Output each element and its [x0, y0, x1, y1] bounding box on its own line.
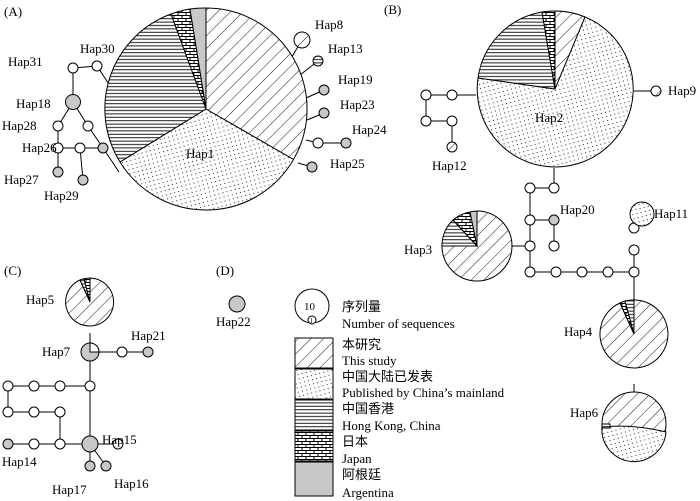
- legend-hk-cn: 中国香港: [342, 401, 394, 416]
- hap21-node: [142, 346, 154, 358]
- hap29-node: [77, 174, 89, 186]
- hap18-node: [65, 94, 81, 110]
- hap11-node: [629, 201, 655, 227]
- label-hap2: Hap2: [535, 110, 563, 125]
- label-hap24: Hap24: [352, 122, 387, 137]
- label-hap11: Hap11: [654, 206, 688, 221]
- label-hap13: Hap13: [328, 41, 363, 56]
- legend-swatch-argentina: [294, 461, 334, 497]
- legend-size-value: 10: [304, 301, 316, 313]
- hap2-pie: [476, 10, 634, 168]
- legend-hk-en: Hong Kong, China: [342, 418, 441, 433]
- hap3-pie: [441, 210, 513, 282]
- label-hap12: Hap12: [432, 158, 467, 173]
- legend-size-small-circle: [307, 315, 317, 325]
- label-hap27: Hap27: [4, 172, 39, 187]
- label-hap6: Hap6: [570, 405, 599, 420]
- label-hap9: Hap9: [668, 83, 696, 98]
- legend-this-study-en: This study: [342, 353, 397, 368]
- hap5-pie: [65, 277, 115, 327]
- legend-mainland-en: Published by China’s mainland: [342, 385, 505, 400]
- legend-japan-cn: 日本: [342, 434, 368, 449]
- legend-mainland-cn: 中国大陆已发表: [342, 369, 433, 384]
- label-hap31: Hap31: [8, 54, 43, 69]
- label-hap19: Hap19: [338, 72, 373, 87]
- hap26-node: [97, 142, 109, 154]
- label-hap21: Hap21: [131, 328, 166, 343]
- hap24-node: [340, 137, 352, 149]
- label-hap5: Hap5: [26, 292, 54, 307]
- hap23-node: [318, 107, 330, 119]
- legend-swatch-mainland: [294, 368, 334, 400]
- panel-c-nodes: [2, 346, 154, 472]
- label-hap29: Hap29: [44, 188, 79, 203]
- hap1-pie: [104, 7, 308, 211]
- label-hap17: Hap17: [52, 482, 87, 497]
- hap22-node: [228, 295, 246, 313]
- label-hap8: Hap8: [315, 17, 343, 32]
- legend-swatch-hk: [294, 399, 334, 431]
- label-hap15: Hap15: [102, 432, 137, 447]
- label-hap22: Hap22: [216, 314, 251, 329]
- hap25-node: [306, 161, 318, 173]
- hap31-node: [67, 62, 79, 74]
- hap6-pie: [601, 391, 667, 463]
- panel-label-a: (A): [4, 4, 22, 19]
- label-hap20: Hap20: [560, 202, 595, 217]
- label-hap23: Hap23: [340, 97, 375, 112]
- label-hap4: Hap4: [564, 324, 593, 339]
- hap14-node: [2, 438, 14, 450]
- label-hap25: Hap25: [330, 156, 365, 171]
- label-hap14: Hap14: [2, 454, 37, 469]
- hap17-node: [84, 460, 96, 472]
- panel-label-b: (B): [384, 2, 401, 17]
- panel-label-d: (D): [216, 263, 234, 278]
- panel-label-c: (C): [4, 263, 21, 278]
- legend: [294, 288, 334, 497]
- label-hap28: Hap28: [2, 118, 37, 133]
- hap4-pie: [599, 299, 669, 369]
- legend-japan-en: Japan: [342, 451, 372, 466]
- label-hap30: Hap30: [80, 41, 115, 56]
- legend-swatch-japan: [294, 430, 334, 462]
- label-hap26: Hap26: [22, 140, 57, 155]
- legend-size-cn: 序列量: [342, 299, 381, 314]
- hap16-node: [100, 460, 112, 472]
- legend-argentina-cn: 阿根廷: [342, 467, 381, 482]
- panel-a-nodes: [52, 31, 352, 186]
- hap19-node: [318, 84, 330, 96]
- hap13-node: [312, 55, 324, 67]
- panel-b-nodes: [420, 85, 662, 278]
- label-hap7: Hap7: [42, 344, 71, 359]
- label-hap18: Hap18: [16, 96, 51, 111]
- hap12-node: [446, 141, 458, 153]
- legend-this-study-cn: 本研究: [342, 337, 381, 352]
- hap15-node: [81, 435, 99, 453]
- legend-size-small-value: 1: [310, 317, 314, 325]
- hap8-node: [293, 31, 311, 49]
- hap27-node: [52, 166, 64, 178]
- legend-swatch-this-study: [294, 337, 334, 369]
- hap9-node: [650, 85, 662, 97]
- label-hap3: Hap3: [404, 242, 432, 257]
- legend-argentina-en: Argentina: [342, 485, 394, 500]
- legend-size-en: Number of sequences: [342, 316, 455, 331]
- label-hap1: Hap1: [186, 146, 214, 161]
- hap7-pie: [80, 342, 100, 362]
- hap30-node: [91, 60, 103, 72]
- label-hap16: Hap16: [114, 476, 149, 491]
- hap20-node: [548, 214, 560, 226]
